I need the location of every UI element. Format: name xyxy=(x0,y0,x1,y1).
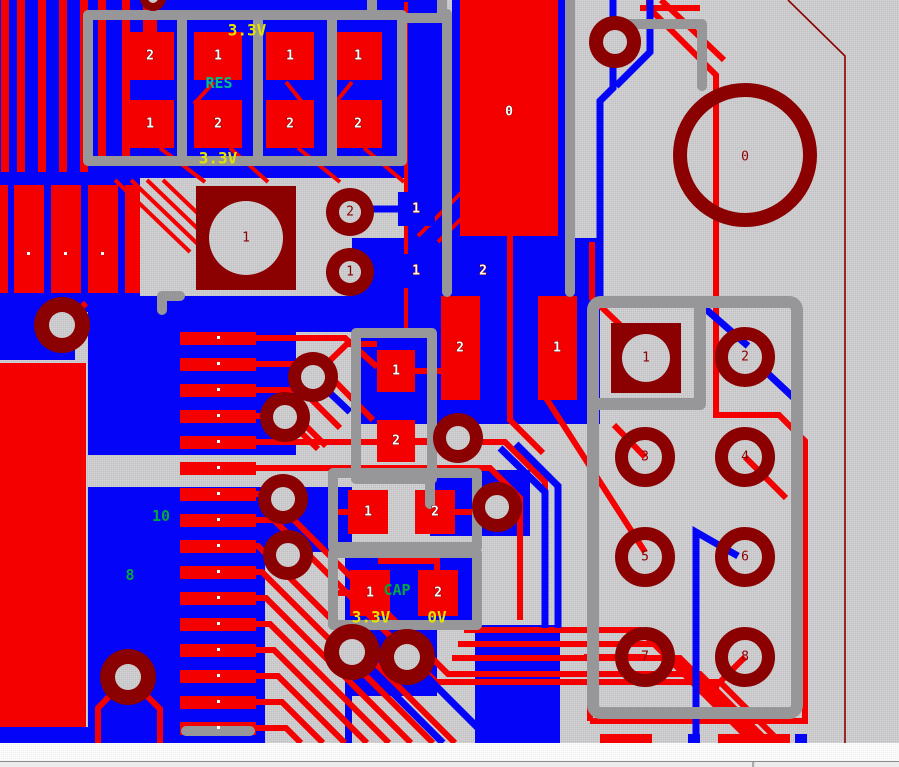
rect-pad-left[interactable] xyxy=(441,296,480,400)
pad-label: 1 xyxy=(214,49,222,64)
top-right-outline xyxy=(610,19,707,91)
discrete-upper-outline xyxy=(351,328,437,484)
pin-label: 1 xyxy=(642,351,650,366)
board-edge xyxy=(787,0,846,743)
connector-pin-7[interactable] xyxy=(615,627,675,687)
pad-label: 0 xyxy=(505,105,513,120)
blue-pad-lower[interactable] xyxy=(398,254,435,288)
statusbar-left-panel xyxy=(0,762,752,767)
pad-label: 1 xyxy=(242,231,250,246)
net-label-33v-cap: 3.3V xyxy=(352,608,391,627)
pin-label: 4 xyxy=(741,450,749,465)
capacitor-outline xyxy=(328,548,482,630)
net-label-33v-top: 3.3V xyxy=(228,21,267,40)
res-array-outline xyxy=(83,10,407,166)
pad-label: 1 xyxy=(392,364,400,379)
statusbar-right-panel xyxy=(755,762,899,767)
connector-pin-4[interactable] xyxy=(715,427,775,487)
pad-label: 2 xyxy=(434,586,442,601)
mount-hole[interactable] xyxy=(673,83,817,227)
canvas-margin-strip xyxy=(0,743,899,761)
power-pad-zero[interactable] xyxy=(460,0,558,236)
net-label-0v-cap: 0V xyxy=(427,608,447,627)
pad-label: 2 xyxy=(214,117,222,132)
pad-label: 2 xyxy=(286,117,294,132)
connector-pin-8[interactable] xyxy=(715,627,775,687)
pad-label: 2 xyxy=(479,264,487,279)
pin-label: 5 xyxy=(641,550,649,565)
pin-label: 6 xyxy=(741,550,749,565)
silkscreen xyxy=(83,0,803,736)
connector-pin-6[interactable] xyxy=(715,527,775,587)
blue-pad-upper[interactable] xyxy=(398,192,435,226)
left-power-pour[interactable] xyxy=(0,363,86,727)
drills-and-vias[interactable] xyxy=(34,0,817,705)
pad-label: 1 xyxy=(553,341,561,356)
res-ref-label: RES xyxy=(205,74,232,92)
pin-label: 7 xyxy=(641,650,649,665)
bus-label-10: 10 xyxy=(152,507,170,525)
pad-label: 1 xyxy=(366,586,374,601)
bus-label-8: 8 xyxy=(125,566,134,584)
pad-label: 1 xyxy=(354,49,362,64)
pad-label: 2 xyxy=(456,341,464,356)
net-label-33v-res: 3.3V xyxy=(199,149,238,168)
pad-label: 2 xyxy=(431,505,439,520)
pad-label: 2 xyxy=(354,117,362,132)
connector-pin-5[interactable] xyxy=(615,527,675,587)
connector-pin-2[interactable] xyxy=(715,327,775,387)
mount-hole-label: 0 xyxy=(741,150,749,165)
pad-label: 1 xyxy=(286,49,294,64)
pad-label: 2 xyxy=(146,49,154,64)
cap-ref-label: CAP xyxy=(383,581,410,599)
rect-pad-right[interactable] xyxy=(538,296,577,400)
pad-origin-dots xyxy=(27,252,220,729)
pin-label: 2 xyxy=(741,350,749,365)
statusbar-area xyxy=(0,743,899,767)
pad-label: 1 xyxy=(412,264,420,279)
pin-label: 3 xyxy=(641,450,649,465)
pad-label: 1 xyxy=(364,505,372,520)
pin-label: 8 xyxy=(741,650,749,665)
via-label: 2 xyxy=(346,205,354,220)
via-label: 1 xyxy=(346,265,354,280)
pad-label: 1 xyxy=(412,202,420,217)
connector-pin-3[interactable] xyxy=(615,427,675,487)
labels: 3.3V 3.3V RES CAP 3.3V 0V 10 8 2 1 1 2 1… xyxy=(125,21,749,665)
pad-label: 1 xyxy=(146,117,154,132)
pad-label: 2 xyxy=(392,434,400,449)
